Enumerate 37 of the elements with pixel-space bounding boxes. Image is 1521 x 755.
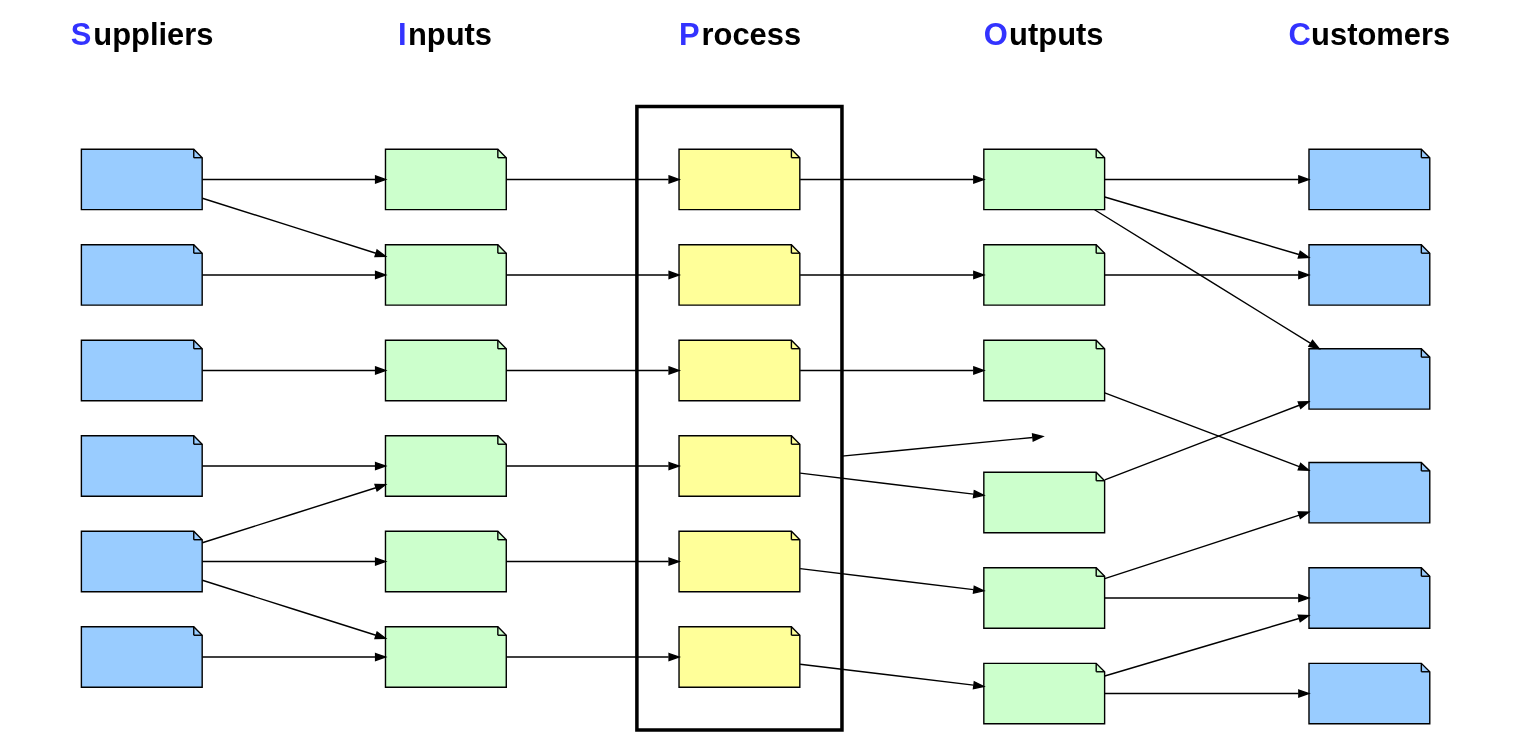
arrow bbox=[1104, 511, 1311, 580]
arrow bbox=[1104, 400, 1311, 481]
arrow bbox=[799, 175, 986, 184]
arrow bbox=[1104, 270, 1311, 280]
arrow bbox=[1104, 689, 1311, 698]
arrow bbox=[1104, 593, 1311, 603]
arrow bbox=[799, 663, 986, 690]
arrow bbox=[505, 652, 682, 662]
arrow bbox=[201, 175, 388, 184]
arrow bbox=[505, 557, 682, 566]
arrow bbox=[505, 270, 682, 280]
label: Customers bbox=[1288, 17, 1451, 53]
arrow bbox=[201, 270, 388, 280]
arrow bbox=[1104, 392, 1311, 471]
arrow bbox=[201, 461, 388, 471]
arrow bbox=[799, 472, 986, 499]
arrow bbox=[799, 567, 986, 594]
arrow bbox=[799, 270, 986, 280]
arrow bbox=[201, 579, 388, 640]
arrow bbox=[799, 366, 986, 375]
label: Suppliers bbox=[70, 17, 214, 53]
arrow bbox=[505, 366, 682, 375]
label: Process bbox=[679, 17, 802, 53]
label: Outputs bbox=[983, 17, 1104, 53]
arrow bbox=[1104, 614, 1311, 677]
arrow bbox=[841, 433, 1045, 457]
arrow bbox=[201, 197, 388, 258]
cluster bbox=[635, 104, 844, 732]
arrow bbox=[201, 366, 388, 375]
arrow bbox=[1104, 196, 1311, 259]
arrow bbox=[505, 461, 682, 471]
arrow bbox=[201, 483, 388, 544]
label: Inputs bbox=[398, 17, 493, 53]
arrow bbox=[201, 557, 388, 566]
arrow bbox=[201, 652, 388, 662]
arrow bbox=[1104, 175, 1311, 184]
arrow bbox=[505, 175, 682, 184]
